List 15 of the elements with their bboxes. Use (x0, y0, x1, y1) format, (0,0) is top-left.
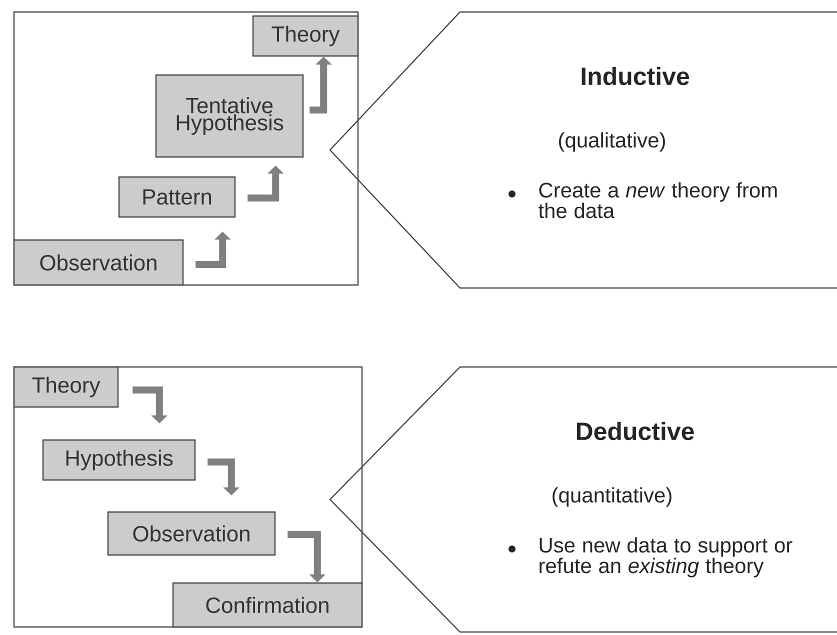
node-label: Create a new theory from the data (538, 182, 777, 218)
label-box: Theory (13, 366, 119, 408)
label-box: Pattern (118, 176, 236, 218)
label-box: Confirmation (172, 582, 363, 628)
node-label: (qualitative) (559, 132, 665, 152)
node-label: Use new data to support or refute an existing theory (540, 537, 792, 578)
node-label: Deductive (576, 422, 694, 440)
node-label: (quantitative) (552, 487, 672, 507)
chevron-panel: Deductive (quantitative) Use new data to support or refute an existing theory (329, 366, 837, 633)
label-box: Tentative Hypothesis (155, 74, 304, 158)
label-box: Hypothesis (42, 439, 196, 481)
label-box: Observation (13, 239, 184, 286)
label-box: Theory (252, 15, 359, 57)
label-box: Observation (107, 511, 276, 556)
node-label: Inductive (582, 66, 690, 86)
